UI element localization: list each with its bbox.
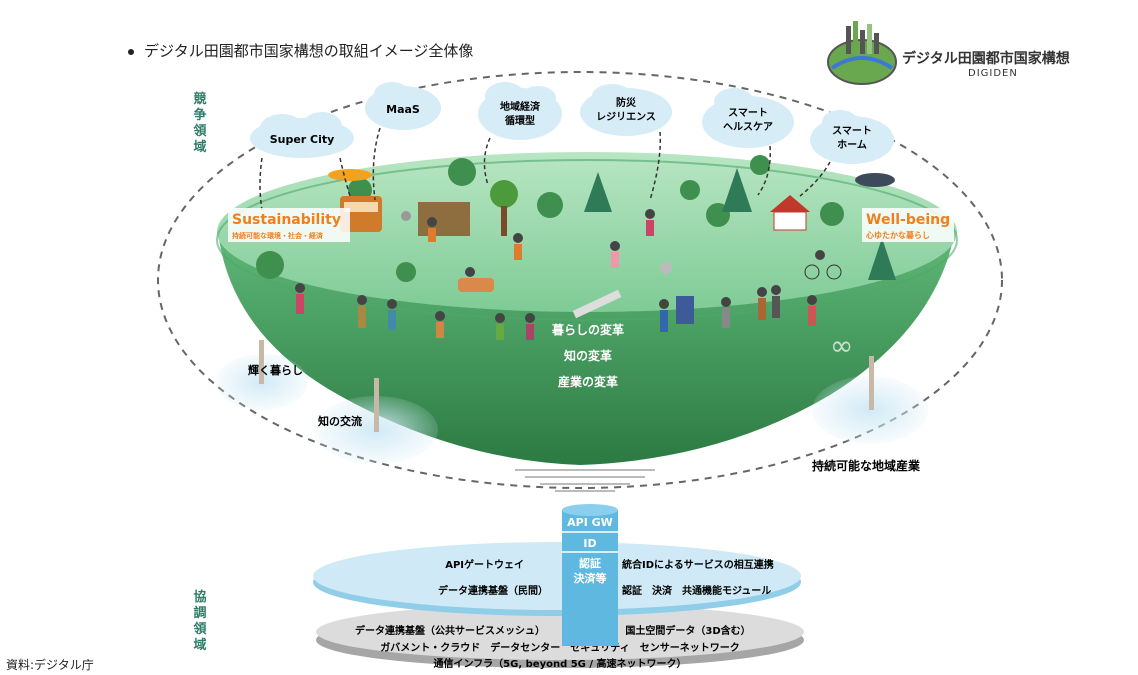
- cloud-disaster-resilience: [580, 84, 672, 201]
- cloud-label-5b: ホーム: [837, 139, 867, 151]
- pillar-middle: 知の交流: [314, 378, 438, 464]
- city-globe-logo-icon: [827, 21, 897, 85]
- cloud-label-2a: 地域経済: [500, 100, 541, 113]
- platform-upper: APIゲートウェイ データ連携基盤（民間） 統合IDによるサービスの相互連携 認…: [313, 542, 801, 616]
- scene-objects: ∞: [328, 169, 895, 362]
- bullet-icon: [128, 48, 134, 55]
- cloud-smart-home: [799, 110, 894, 197]
- upper-right-line2: 認証 決済 共通機能モジュール: [622, 584, 771, 597]
- cloud-label-0: Super City: [270, 133, 335, 146]
- transformation-life: 暮らしの変革: [551, 322, 624, 337]
- wellbeing-sub: 心ゆたかな暮らし: [866, 230, 930, 240]
- cloud-local-economy: [478, 82, 562, 186]
- cooperation-label: 協調領域: [193, 590, 207, 653]
- sustainability-badge: Sustainability 持続可能な環境・社会・経済: [228, 208, 350, 242]
- farm: [418, 202, 470, 236]
- competition-boundary: [157, 71, 1003, 489]
- sustainability-title: Sustainability: [232, 212, 341, 228]
- kiosk: [676, 296, 694, 324]
- infinity-icon: ∞: [830, 329, 853, 362]
- upper-left-line1: APIゲートウェイ: [445, 558, 524, 571]
- platform-lower: データ連携基盤（公共サービスメッシュ） 国土空間データ（3D含む） ガバメント・…: [316, 604, 804, 670]
- upper-right-line1: 統合IDによるサービスの相互連携: [622, 558, 774, 571]
- lower-line1-right: 国土空間データ（3D含む）: [625, 624, 750, 637]
- pillar-right: 持続可能な地域産業: [812, 356, 928, 473]
- stack-id: ID: [583, 537, 596, 550]
- pillar-middle-label: 知の交流: [317, 414, 362, 428]
- cloud-label-2b: 循環型: [505, 114, 535, 127]
- house-roof: [770, 195, 810, 212]
- cloud-label-3a: 防災: [616, 96, 637, 109]
- people: [295, 209, 842, 340]
- logo-name: デジタル田園都市国家構想: [902, 51, 1070, 67]
- cloud-smart-healthcare: [702, 88, 794, 196]
- upper-left-line2: データ連携基盤（民間）: [438, 584, 548, 597]
- stack-api-gw: API GW: [567, 516, 613, 529]
- lower-line1-left: データ連携基盤（公共サービスメッシュ）: [355, 624, 545, 637]
- service-clouds: Super City MaaS 地域経済 循環型 防災 レジリエンス スマート …: [250, 82, 894, 211]
- drone-car: [855, 173, 895, 187]
- logo-sub: DIGIDEN: [968, 68, 1018, 79]
- cloud-label-1: MaaS: [386, 103, 420, 116]
- stack-payment: 決済等: [574, 571, 607, 585]
- island-shadow: [515, 469, 655, 492]
- lower-line3: 通信インフラ（5G, beyond 5G / 高速ネットワーク）: [433, 657, 686, 670]
- transformation-knowledge: 知の変革: [563, 348, 612, 363]
- wellbeing-title: Well-being: [866, 212, 950, 228]
- keyboard: [572, 289, 622, 319]
- competition-label: 競争領域: [193, 92, 207, 155]
- page-title: デジタル田園都市国家構想の取組イメージ全体像: [128, 40, 473, 61]
- cloud-label-4a: スマート: [728, 107, 768, 119]
- stack-auth: 認証: [579, 556, 601, 570]
- trees: [256, 155, 896, 282]
- cloud-label-3b: レジリエンス: [596, 111, 656, 123]
- page-title-text: デジタル田園都市国家構想の取組イメージ全体像: [144, 42, 474, 60]
- cloud-label-5a: スマート: [832, 125, 872, 137]
- pillar-right-label: 持続可能な地域産業: [812, 458, 921, 473]
- cloud-label-4b: ヘルスケア: [723, 121, 773, 133]
- flying-car: [328, 169, 372, 181]
- api-stack: API GW ID 認証 決済等: [562, 504, 618, 646]
- source-credit: 資料:デジタル庁: [6, 658, 94, 672]
- pillar-left-label: 輝く暮らし: [248, 363, 303, 377]
- lower-line2: ガバメント・クラウド データセンター セキュリティ センサーネットワーク: [380, 641, 739, 654]
- cloud-super-city: [250, 112, 354, 211]
- transformation-industry: 産業の変革: [558, 374, 618, 389]
- wellbeing-badge: Well-being 心ゆたかな暮らし: [862, 208, 954, 242]
- sustainability-sub: 持続可能な環境・社会・経済: [232, 231, 324, 240]
- pillar-left: 輝く暮らし: [216, 340, 308, 410]
- cloud-maas: [365, 82, 441, 201]
